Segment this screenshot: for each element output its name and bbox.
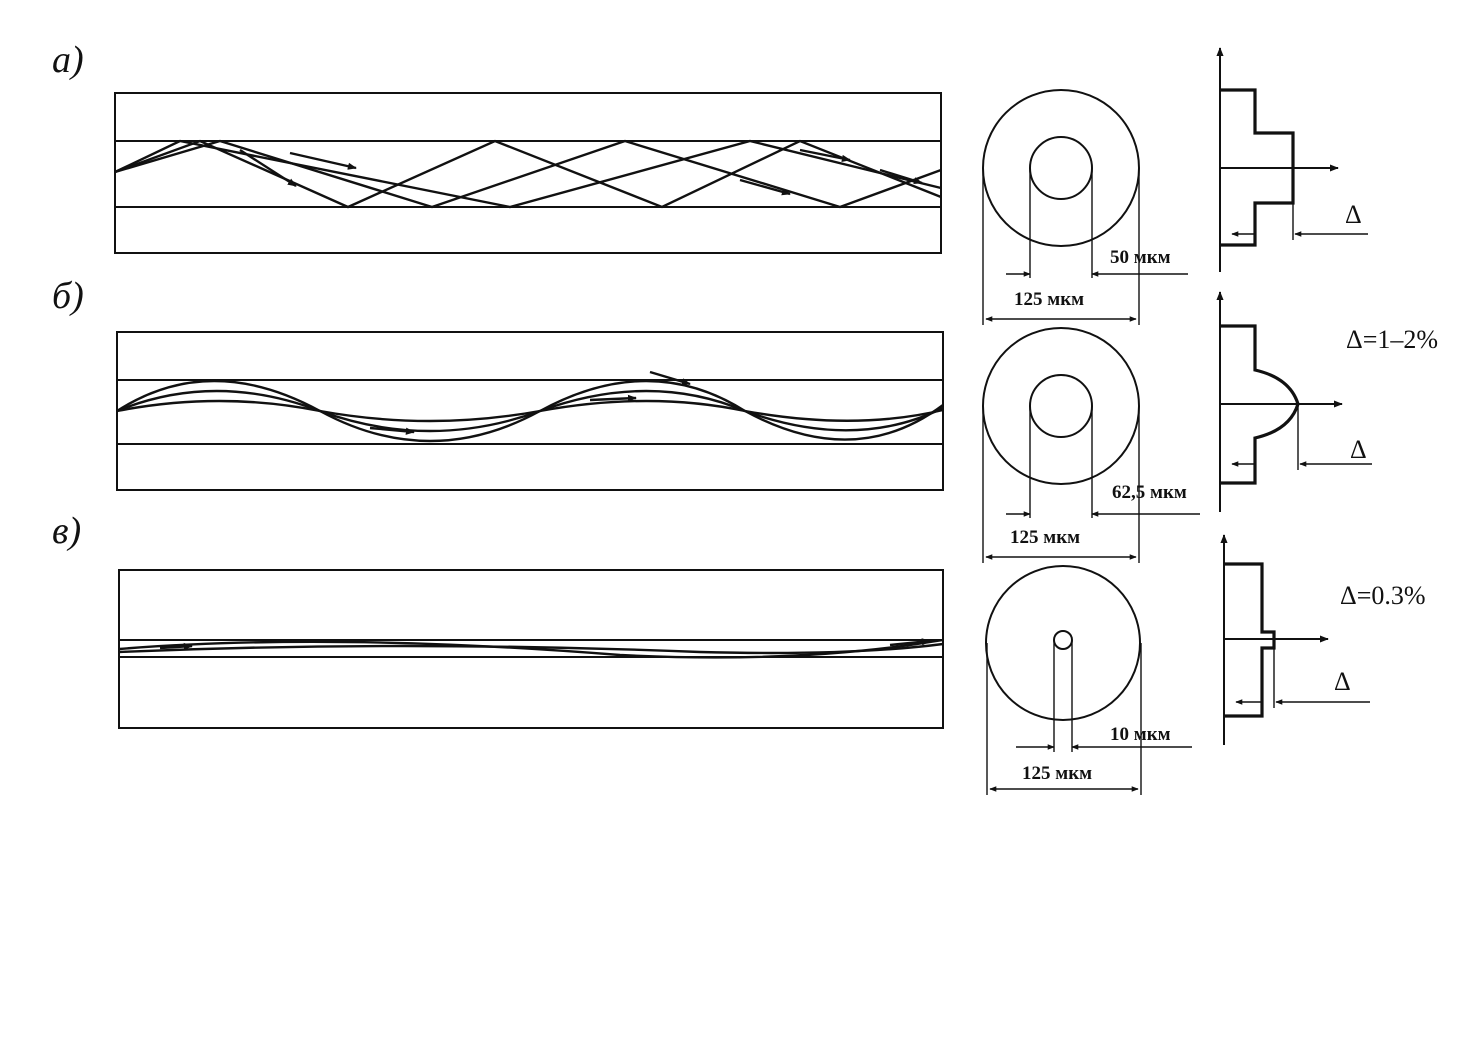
profile-c-delta-value: Δ=0.3%: [1340, 581, 1426, 610]
fiber-a-cladding-circle: [982, 89, 1140, 247]
fiber-c-longitudinal: [118, 569, 944, 729]
fiber-b-longitudinal: [116, 331, 944, 491]
fiber-a-cross-section: 50 мкм 125 мкм: [982, 89, 1188, 325]
fiber-c-cladding-dimension: 125 мкм: [1022, 763, 1092, 784]
panel-a-label: а): [52, 39, 84, 81]
profile-b-delta-value: Δ=1–2%: [1346, 325, 1438, 354]
fiber-a-cladding: [114, 92, 942, 254]
fiber-a-cladding-dimension: 125 мкм: [1014, 289, 1084, 310]
fiber-b-cladding-dimension: 125 мкм: [1010, 527, 1080, 548]
panel-c-label: в): [52, 510, 81, 552]
fiber-c-core-dimension: 10 мкм: [1110, 724, 1171, 745]
fiber-a-longitudinal: [114, 92, 942, 254]
fiber-b-rays: [116, 370, 944, 443]
fiber-b-core-circle: [1029, 374, 1093, 438]
fiber-a-index-profile: Δ: [1216, 47, 1368, 272]
fiber-b-cross-section: 62,5 мкм 125 мкм: [982, 327, 1200, 563]
fiber-a-core-dimension: 50 мкм: [1110, 247, 1171, 268]
fiber-b-cladding: [116, 331, 944, 491]
fiber-b-cladding-circle: [982, 327, 1140, 485]
fiber-c-cladding-circle: [985, 565, 1141, 721]
fiber-c-core-circle: [1053, 630, 1073, 650]
panel-a: а) 50 м: [52, 39, 1368, 325]
fiber-c-cross-section: 10 мкм 125 мкм: [985, 565, 1192, 795]
fiber-b-index-profile: Δ Δ=1–2%: [1216, 291, 1438, 512]
panel-c: в) 10 мкм 125 мкм: [52, 510, 1426, 795]
fiber-c-index-profile: Δ Δ=0.3%: [1220, 534, 1426, 745]
fiber-a-core-circle: [1029, 136, 1093, 200]
fiber-c-rays: [118, 638, 944, 659]
fiber-a-rays: [114, 139, 942, 209]
profile-b-delta-symbol: Δ: [1350, 435, 1367, 464]
panel-b: б) 62,5 мкм 125 мкм: [52, 275, 1438, 563]
panel-b-label: б): [52, 275, 84, 317]
fiber-b-core-dimension: 62,5 мкм: [1112, 482, 1187, 503]
profile-c-delta-symbol: Δ: [1334, 667, 1351, 696]
profile-a-delta-symbol: Δ: [1345, 200, 1362, 229]
